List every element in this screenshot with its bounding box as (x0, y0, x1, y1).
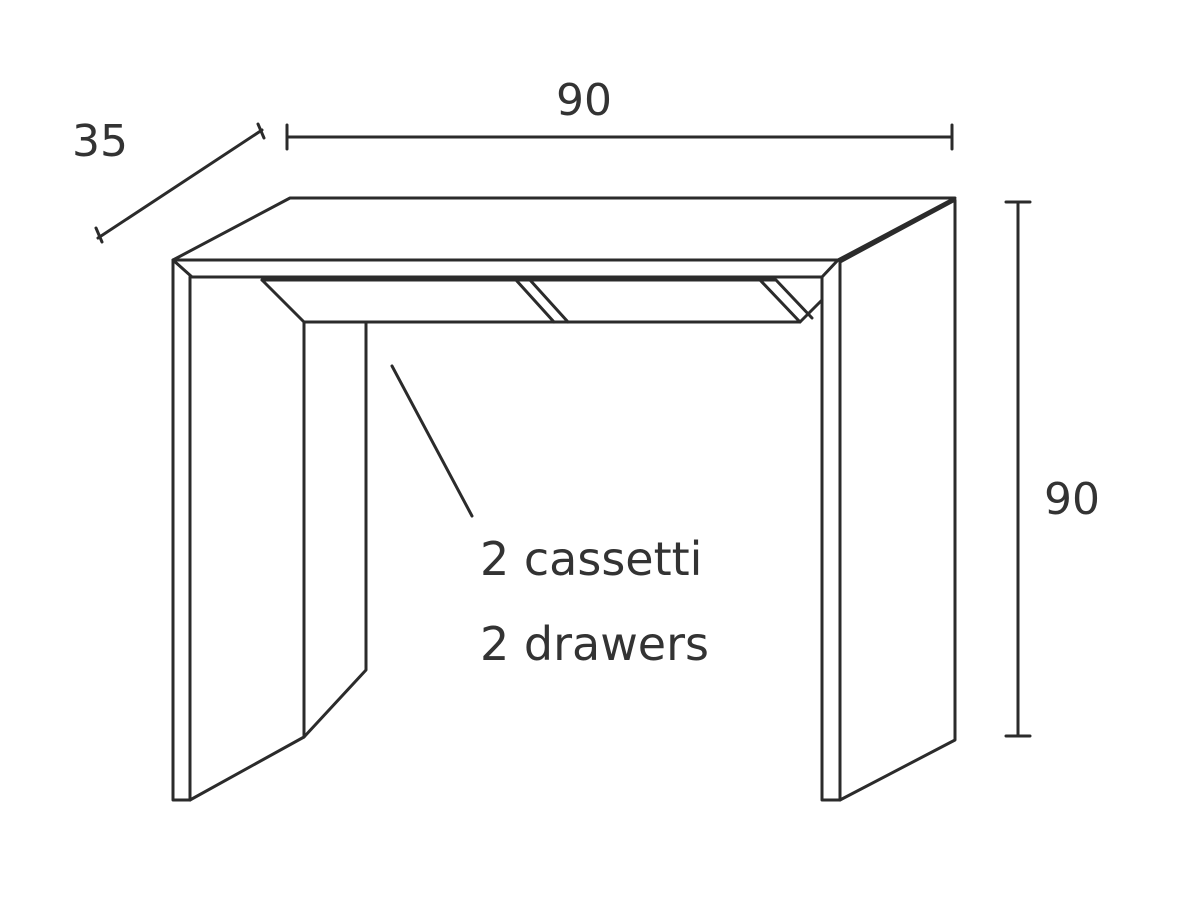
height-label: 90 (1044, 474, 1100, 525)
depth-dimension-tick-start (94, 226, 104, 244)
drawer-2 (528, 278, 802, 324)
drawer-end-detail (758, 278, 814, 320)
drawer-leader-line (390, 364, 474, 518)
width-dimension: 90 (285, 75, 954, 151)
desk-top-surface (171, 196, 957, 262)
width-label: 90 (556, 75, 612, 126)
annotation-italian: 2 cassetti (480, 532, 702, 586)
left-leg-back-panel (302, 320, 368, 739)
desk (171, 196, 957, 802)
drawer-recess-left (260, 278, 306, 324)
drawer-divider (514, 278, 570, 324)
drawer-1 (260, 278, 556, 324)
left-leg-front (171, 258, 192, 802)
right-leg-side-panel (838, 198, 957, 802)
depth-dimension-tick-end (256, 122, 266, 140)
depth-dimension-line (96, 128, 264, 240)
left-leg-inner-face (188, 320, 306, 802)
height-dimension: 90 (1004, 200, 1100, 738)
desk-top-front-edge (171, 258, 840, 279)
depth-label: 35 (72, 116, 128, 167)
depth-dimension: 35 (72, 116, 266, 244)
right-leg-front (820, 260, 842, 802)
annotation-english: 2 drawers (480, 617, 709, 671)
